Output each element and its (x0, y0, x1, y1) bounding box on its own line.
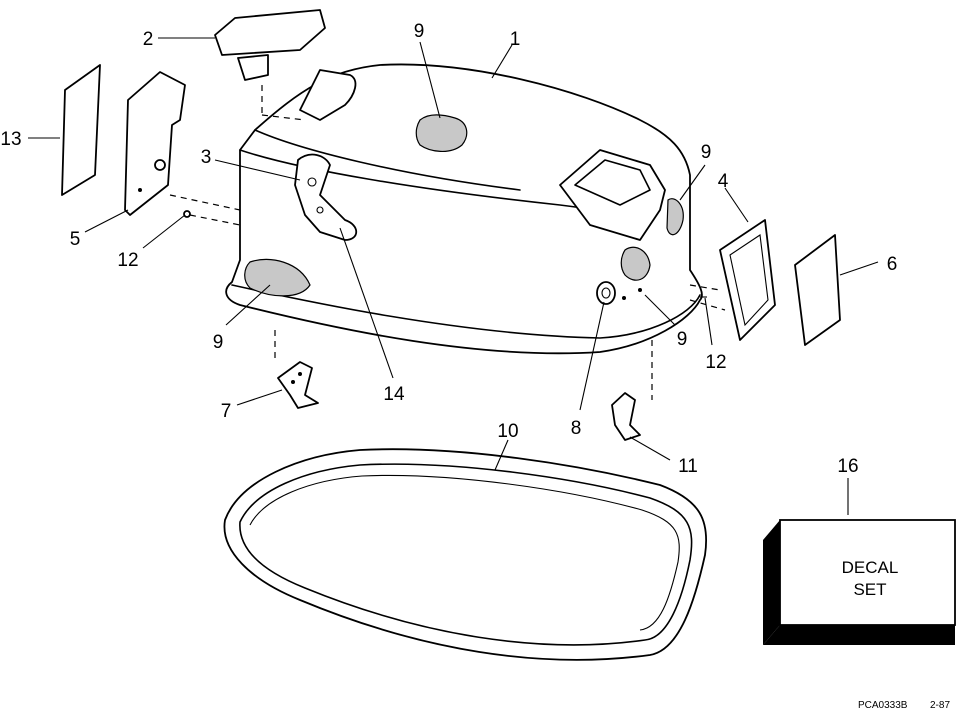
callout-1: 1 (510, 29, 521, 50)
callout-4: 4 (718, 171, 729, 192)
bracket-part-5 (124, 71, 241, 226)
callout-8: 8 (571, 418, 582, 439)
plate-part-13 (61, 64, 101, 196)
bracket-part-11 (611, 340, 653, 441)
callout-2: 2 (143, 29, 154, 50)
callout-9-right: 9 (701, 142, 712, 163)
callout-9-lower-right: 9 (677, 329, 688, 350)
callout-5: 5 (70, 229, 81, 250)
drawing-code: PCA0333B (858, 700, 908, 711)
sealant-pad-left (244, 258, 311, 297)
sealant-pad-top (415, 114, 468, 152)
leader-lines (28, 37, 879, 515)
decal-label-line2: SET (853, 580, 886, 599)
callout-13: 13 (0, 129, 21, 150)
engine-cover-part-1 (225, 63, 703, 355)
callout-numbers: 1 2 3 4 5 6 7 8 9 9 9 9 10 11 12 12 13 1… (0, 21, 897, 477)
callout-7: 7 (221, 401, 232, 422)
decal-label-line1: DECAL (842, 558, 899, 577)
frame-part-4 (689, 219, 776, 341)
callout-9-top: 9 (414, 21, 425, 42)
plate-part-6 (794, 234, 841, 346)
drawing-date: 2-87 (930, 700, 950, 711)
callout-16: 16 (837, 456, 858, 477)
callout-11: 11 (678, 456, 698, 477)
bracket-part-7 (274, 330, 319, 409)
sealant-pad-rear (666, 198, 684, 236)
top-cap-part-2 (214, 9, 326, 121)
callout-3: 3 (201, 147, 212, 168)
callout-9-left: 9 (213, 332, 224, 353)
callout-12-right: 12 (705, 352, 726, 373)
callout-6: 6 (887, 254, 898, 275)
seal-part-10 (223, 448, 708, 661)
callout-10: 10 (497, 421, 518, 442)
decal-set-box-part-16: DECAL SET (763, 519, 956, 645)
callout-14: 14 (383, 384, 405, 405)
callout-12-left: 12 (117, 250, 138, 271)
sealant-pad-right (620, 246, 651, 281)
